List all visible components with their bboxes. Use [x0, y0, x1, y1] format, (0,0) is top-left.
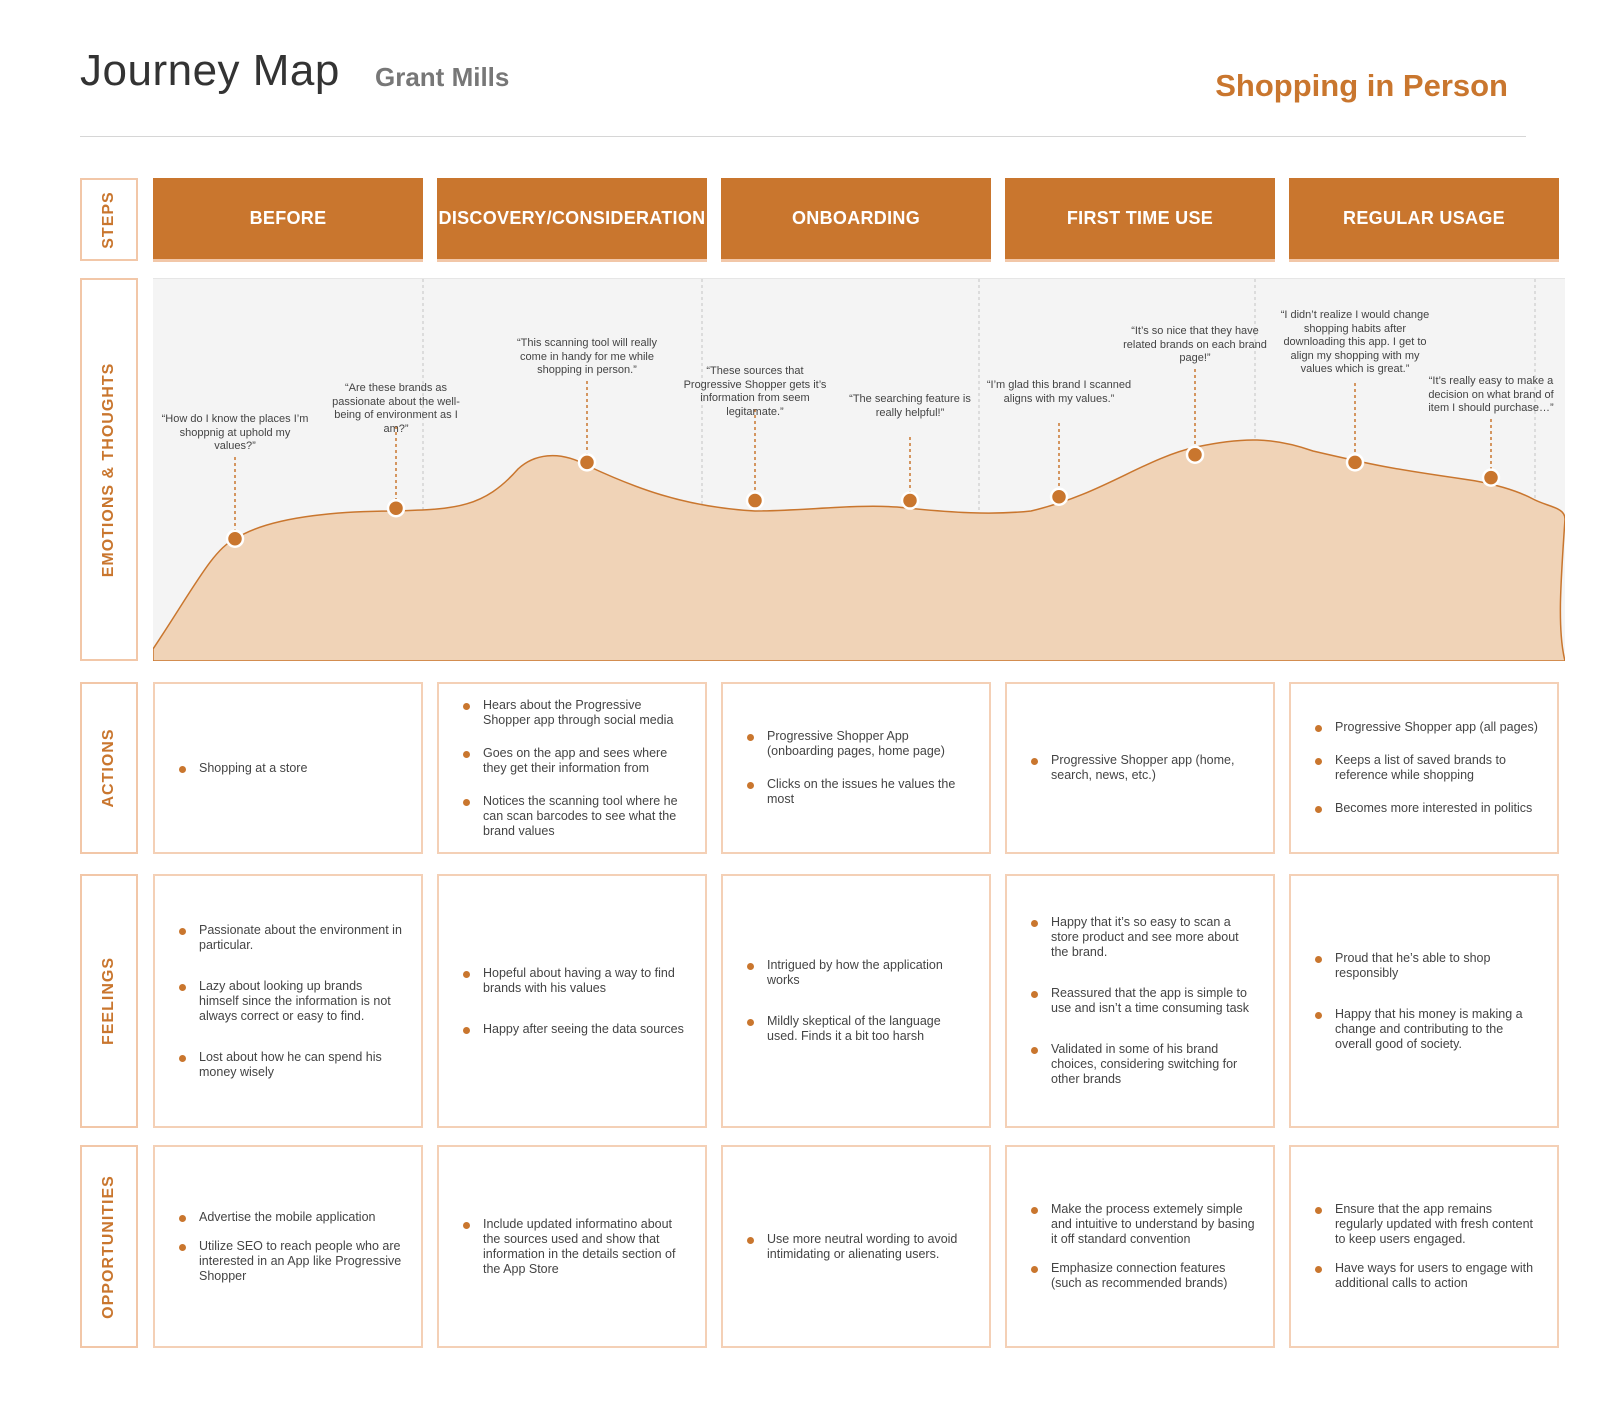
header-divider [80, 136, 1526, 137]
list-item: Emphasize connection features (such as r… [1031, 1261, 1255, 1291]
emotion-point [1185, 445, 1205, 464]
emotion-quote: “I’m glad this brand I scanned aligns wi… [986, 379, 1132, 405]
emotion-point [745, 491, 765, 510]
emotion-point [1345, 453, 1365, 472]
row-label-emotions: EMOTIONS & THOUGHTS [80, 278, 138, 661]
emotion-point [577, 453, 597, 472]
feelings-card-first-time-use: Happy that it’s so easy to scan a store … [1005, 874, 1275, 1128]
actions-card-discovery: Hears about the Progressive Shopper app … [437, 682, 707, 854]
step-before: BEFORE [153, 178, 423, 262]
list-item: Keeps a list of saved brands to referenc… [1315, 753, 1539, 783]
row-label-opportunities-text: OPPORTUNITIES [100, 1174, 117, 1319]
actions-card-onboarding: Progressive Shopper App (onboarding page… [721, 682, 991, 854]
list-item: Becomes more interested in politics [1315, 801, 1539, 816]
emotion-quote: “The searching feature is really helpful… [849, 393, 971, 419]
row-label-steps-text: STEPS [100, 190, 117, 249]
step-onboarding: ONBOARDING [721, 178, 991, 262]
list-item: Use more neutral wording to avoid intimi… [747, 1232, 971, 1262]
list-item: Happy that it’s so easy to scan a store … [1031, 915, 1255, 960]
persona-name: Grant Mills [375, 62, 510, 92]
list-item: Intrigued by how the application works [747, 958, 971, 988]
row-label-feelings-text: FEELINGS [100, 956, 117, 1046]
list-item: Have ways for users to engage with addit… [1315, 1261, 1539, 1291]
list-item: Validated in some of his brand choices, … [1031, 1042, 1255, 1087]
emotion-point [225, 529, 245, 549]
emotion-point [386, 498, 406, 518]
emotion-chart: “How do I know the places I’m shoppnig a… [153, 278, 1565, 661]
list-item: Shopping at a store [179, 761, 403, 776]
list-item: Lazy about looking up brands himself sin… [179, 979, 403, 1024]
step-regular-usage: REGULAR USAGE [1289, 178, 1559, 262]
row-label-steps: STEPS [80, 178, 138, 261]
opportunities-card-discovery: Include updated informatino about the so… [437, 1145, 707, 1348]
list-item: Hears about the Progressive Shopper app … [463, 698, 687, 728]
emotion-quote: “This scanning tool will really come in … [517, 337, 657, 376]
row-label-feelings: FEELINGS [80, 874, 138, 1128]
list-item: Hopeful about having a way to find brand… [463, 966, 687, 996]
list-item: Make the process extemely simple and int… [1031, 1202, 1255, 1247]
emotion-quote: “How do I know the places I’m shoppnig a… [161, 413, 309, 452]
list-item: Progressive Shopper app (all pages) [1315, 720, 1539, 735]
emotion-point [1481, 468, 1501, 487]
actions-card-first-time-use: Progressive Shopper app (home, search, n… [1005, 682, 1275, 854]
list-item: Progressive Shopper App (onboarding page… [747, 729, 971, 759]
opportunities-card-regular-usage: Ensure that the app remains regularly up… [1289, 1145, 1559, 1348]
list-item: Include updated informatino about the so… [463, 1217, 687, 1277]
emotion-curve [153, 439, 1565, 661]
list-item: Advertise the mobile application [179, 1210, 403, 1225]
row-label-actions: ACTIONS [80, 682, 138, 854]
opportunities-card-first-time-use: Make the process extemely simple and int… [1005, 1145, 1275, 1348]
actions-card-regular-usage: Progressive Shopper app (all pages) Keeps… [1289, 682, 1559, 854]
actions-card-before: Shopping at a store [153, 682, 423, 854]
journey-context: Shopping in Person [1215, 68, 1508, 103]
list-item: Clicks on the issues he values the most [747, 777, 971, 807]
list-item: Mildly skeptical of the language used. F… [747, 1014, 971, 1044]
list-item: Progressive Shopper app (home, search, n… [1031, 753, 1255, 783]
feelings-card-regular-usage: Proud that he’s able to shop responsibly… [1289, 874, 1559, 1128]
emotion-quote: “Are these brands as passionate about th… [332, 382, 460, 435]
list-item: Reassured that the app is simple to use … [1031, 986, 1255, 1016]
emotion-curve-svg [153, 279, 1565, 661]
emotion-quote: “It’s so nice that they have related bra… [1123, 325, 1267, 364]
page-title: Journey Map [80, 46, 340, 95]
list-item: Goes on the app and sees where they get … [463, 746, 687, 776]
list-item: Happy after seeing the data sources [463, 1022, 687, 1037]
list-item: Ensure that the app remains regularly up… [1315, 1202, 1539, 1247]
list-item: Proud that he’s able to shop responsibly [1315, 951, 1539, 981]
emotion-quote: “I didn’t realize I would change shoppin… [1280, 309, 1430, 375]
list-item: Utilize SEO to reach people who are inte… [179, 1239, 403, 1284]
step-discovery: DISCOVERY/CONSIDERATION [437, 178, 707, 262]
emotion-quote: “These sources that Progressive Shopper … [683, 365, 827, 418]
row-label-emotions-text: EMOTIONS & THOUGHTS [100, 362, 117, 577]
feelings-card-before: Passionate about the environment in part… [153, 874, 423, 1128]
list-item: Passionate about the environment in part… [179, 923, 403, 953]
list-item: Happy that his money is making a change … [1315, 1007, 1539, 1052]
feelings-card-discovery: Hopeful about having a way to find brand… [437, 874, 707, 1128]
opportunities-card-onboarding: Use more neutral wording to avoid intimi… [721, 1145, 991, 1348]
list-item: Notices the scanning tool where he can s… [463, 794, 687, 839]
row-label-actions-text: ACTIONS [100, 728, 117, 808]
emotion-quote: “It’s really easy to make a decision on … [1428, 375, 1554, 414]
emotion-point [1049, 487, 1069, 506]
row-label-opportunities: OPPORTUNITIES [80, 1145, 138, 1348]
step-first-time-use: FIRST TIME USE [1005, 178, 1275, 262]
list-item: Lost about how he can spend his money wi… [179, 1050, 403, 1080]
emotion-point [900, 491, 920, 510]
